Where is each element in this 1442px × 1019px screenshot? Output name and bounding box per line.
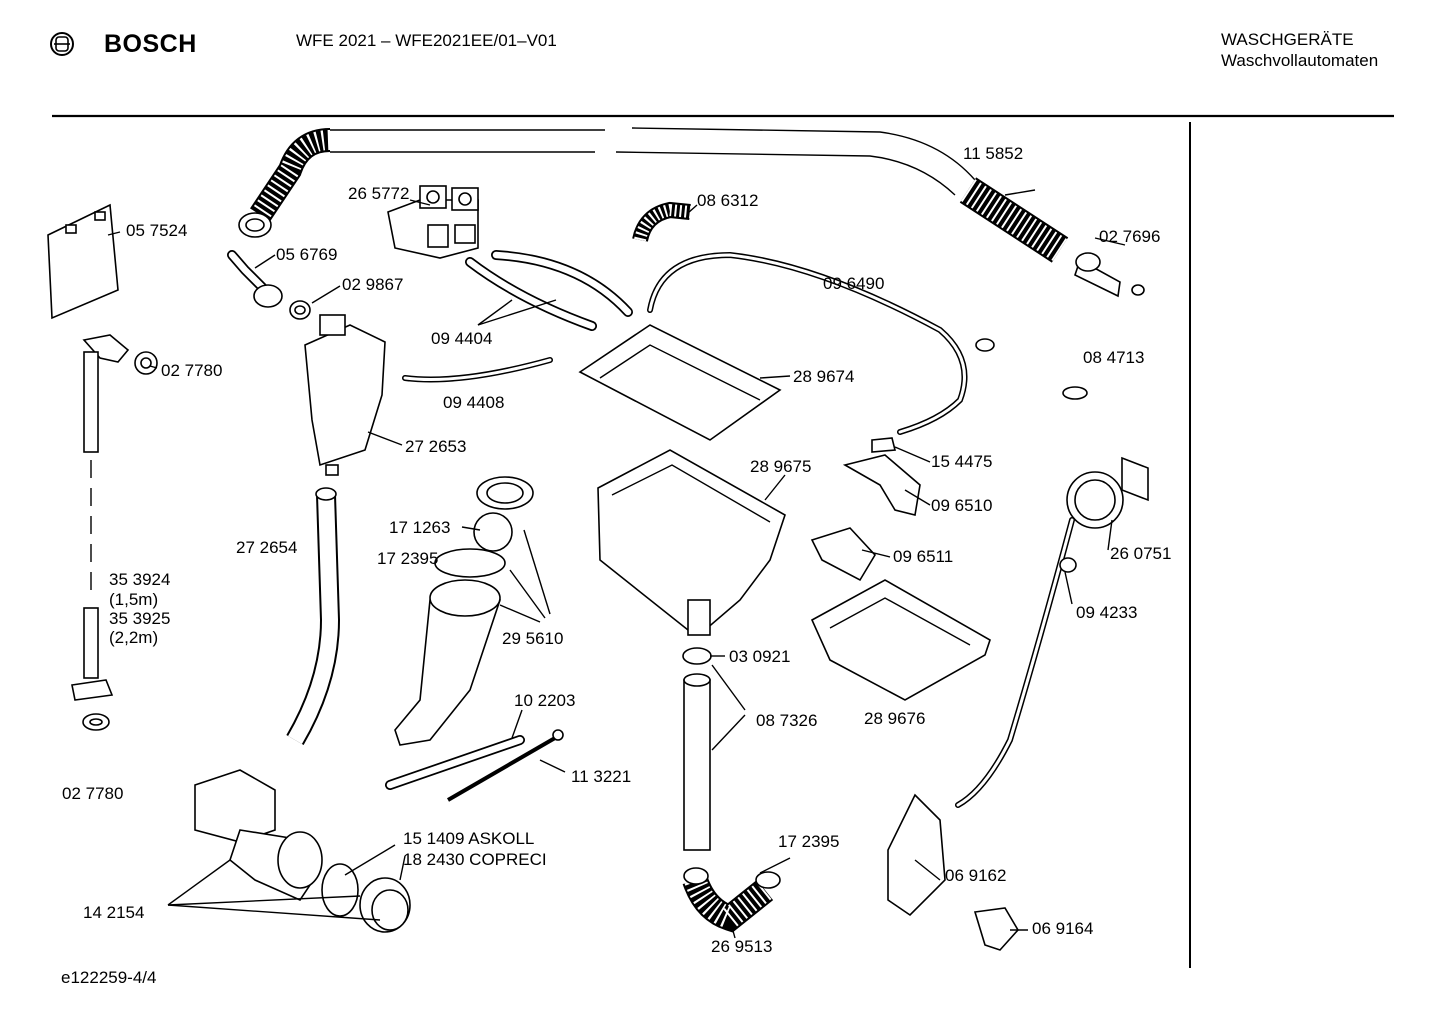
part-label-027780-upper: 02 7780 bbox=[161, 361, 223, 380]
part-label-069164: 06 9164 bbox=[1032, 919, 1094, 938]
part-label-171263: 17 1263 bbox=[389, 518, 451, 537]
part-label-289676: 28 9676 bbox=[864, 709, 926, 728]
part-label-295610: 29 5610 bbox=[502, 629, 564, 648]
part-label-269513: 26 9513 bbox=[711, 937, 773, 956]
part-label-113221: 11 3221 bbox=[571, 767, 632, 786]
part-label-029867: 02 9867 bbox=[342, 275, 404, 294]
part-label-030921: 03 0921 bbox=[729, 647, 791, 666]
part-label-353924-length: (1,5m) bbox=[109, 590, 159, 609]
part-label-096511: 09 6511 bbox=[893, 547, 954, 566]
part-label-084713: 08 4713 bbox=[1083, 348, 1145, 367]
part-label-154475: 15 4475 bbox=[931, 452, 993, 471]
part-label-094408: 09 4408 bbox=[443, 393, 505, 412]
part-label-172395-lower: 17 2395 bbox=[778, 832, 840, 851]
part-label-353925: 35 3925 bbox=[109, 609, 171, 628]
part-label-142154: 14 2154 bbox=[83, 903, 145, 922]
part-label-057524: 05 7524 bbox=[126, 221, 188, 240]
brand-logo: BOSCH bbox=[104, 30, 197, 58]
part-label-260751: 26 0751 bbox=[1110, 544, 1172, 563]
part-label-172395-upper: 17 2395 bbox=[377, 549, 439, 568]
part-label-289674: 28 9674 bbox=[793, 367, 855, 386]
part-label-151409: 15 1409 ASKOLL bbox=[403, 829, 535, 848]
part-label-353925-length: (2,2m) bbox=[109, 628, 159, 647]
model-title: WFE 2021 – WFE2021EE/01–V01 bbox=[296, 31, 557, 50]
part-label-289675: 28 9675 bbox=[750, 457, 812, 476]
part-label-069162: 06 9162 bbox=[945, 866, 1007, 885]
part-label-096510: 09 6510 bbox=[931, 496, 993, 515]
part-label-027780-lower: 02 7780 bbox=[62, 784, 124, 803]
part-label-353924: 35 3924 bbox=[109, 570, 171, 589]
part-label-115852: 11 5852 bbox=[963, 144, 1024, 163]
part-label-096490: 09 6490 bbox=[823, 274, 885, 293]
part-label-087326: 08 7326 bbox=[756, 711, 818, 730]
inlet-valve-drawing bbox=[387, 185, 479, 259]
part-label-102203: 10 2203 bbox=[514, 691, 576, 710]
category-title: WASCHGERÄTE bbox=[1221, 30, 1354, 49]
part-label-056769: 05 6769 bbox=[276, 245, 338, 264]
part-label-094404: 09 4404 bbox=[431, 329, 493, 348]
subcategory-title: Waschvollautomaten bbox=[1221, 51, 1379, 70]
document-id: e122259-4/4 bbox=[61, 968, 157, 987]
part-label-182430: 18 2430 COPRECI bbox=[403, 850, 547, 869]
part-label-265772: 26 5772 bbox=[348, 184, 410, 203]
inlet-hose-drawing bbox=[238, 127, 1069, 263]
cover-plate-drawing bbox=[47, 203, 119, 320]
part-label-094233: 09 4233 bbox=[1076, 603, 1138, 622]
part-label-027696: 02 7696 bbox=[1099, 227, 1161, 246]
part-label-272653: 27 2653 bbox=[405, 437, 467, 456]
part-label-086312: 08 6312 bbox=[697, 191, 759, 210]
bosch-logo-icon bbox=[50, 32, 74, 56]
part-label-272654: 27 2654 bbox=[236, 538, 298, 557]
